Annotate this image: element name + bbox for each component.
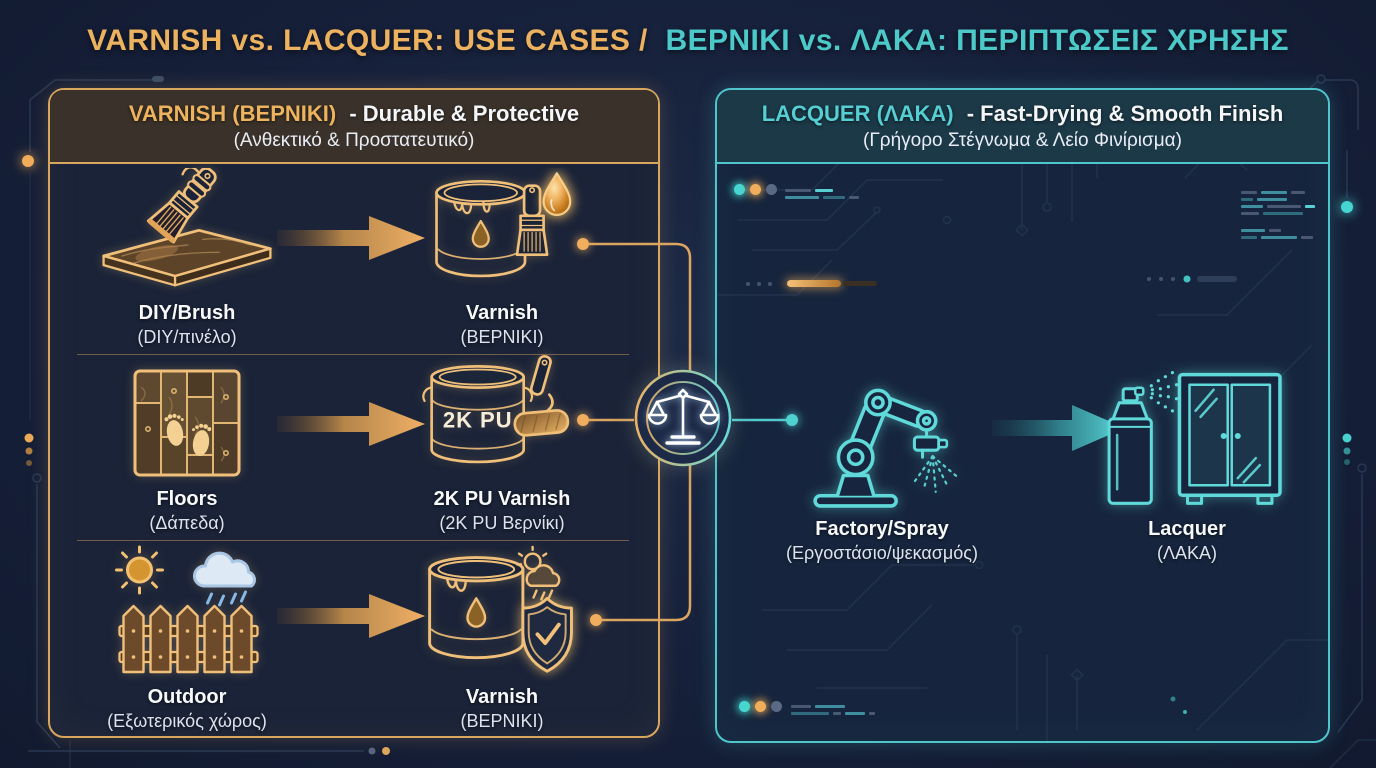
varnish-result-cell: Varnish (ΒΕΡΝΙΚΙ)	[372, 168, 632, 354]
arrow-cell	[989, 338, 1129, 570]
floors-sublabel: (Δάπεδα)	[149, 513, 225, 534]
varnish-can-brush-droplet-icon	[435, 172, 572, 278]
varnish-row-outdoor: Outdoor (Εξωτερικός χώρος)	[50, 540, 658, 738]
outdoor-varnish-sublabel: (ΒΕΡΝΙΚΙ)	[460, 711, 544, 732]
diy-source-cell: DIY/Brush (DIY/πινέλο)	[72, 168, 302, 354]
status-dot-gray	[771, 701, 782, 712]
hand-brush-wood-icon	[102, 168, 272, 287]
pu-varnish-sublabel: (2K PU Βερνίκι)	[439, 513, 565, 534]
lacquer-row: Factory/Spray (Εργοστάσιο/ψεκασμός)	[717, 338, 1328, 570]
row-separator	[77, 540, 629, 541]
row-separator	[77, 354, 629, 355]
lacquer-result-cell: Lacquer (ΛΑΚΑ)	[1077, 338, 1297, 570]
varnish-panel-header: VARNISH (ΒΕΡΝΙΚΙ) - Durable & Protective…	[50, 90, 658, 164]
varnish-row-diy: DIY/Brush (DIY/πινέλο)	[50, 168, 658, 354]
varnish-sublabel: (ΒΕΡΝΙΚΙ)	[460, 327, 544, 348]
gold-arrow-icon	[277, 402, 425, 446]
factory-source-cell: Factory/Spray (Εργοστάσιο/ψεκασμός)	[757, 338, 1007, 570]
page-title: VARNISH vs. LACQUER: USE CASES / ΒΕΡΝΙΚΙ…	[0, 24, 1376, 58]
title-greek: ΒΕΡΝΙΚΙ vs. ΛΑΚΑ: ΠΕΡΙΠΤΩΣΕΙΣ ΧΡΗΣΗΣ	[665, 24, 1289, 57]
status-dot-teal	[734, 184, 745, 195]
outdoor-varnish-label: Varnish	[465, 686, 539, 709]
lacquer-tagline: - Fast-Drying & Smooth Finish	[966, 101, 1284, 126]
status-dot-gold	[750, 184, 761, 195]
factory-label: Factory/Spray	[815, 518, 949, 541]
pu-varnish-label: 2K PU Varnish	[433, 488, 571, 511]
status-dot-gold	[755, 701, 766, 712]
factory-sublabel: (Εργοστάσιο/ψεκασμός)	[786, 543, 978, 564]
diy-sublabel: (DIY/πινέλο)	[137, 327, 237, 348]
varnish-header-line1: VARNISH (ΒΕΡΝΙΚΙ) - Durable & Protective	[50, 101, 658, 127]
varnish-can-shield-weather-icon	[428, 546, 573, 674]
status-dot-gray	[766, 184, 777, 195]
progress-dots	[746, 282, 772, 286]
gold-arrow-icon	[277, 594, 425, 638]
varnish-header-subtitle: (Ανθεκτικό & Προστατευτικό)	[233, 130, 475, 151]
arrow-cell	[277, 354, 427, 540]
lacquer-label: Lacquer	[1148, 518, 1226, 541]
floors-label: Floors	[156, 488, 218, 511]
varnish-row-floors: Floors (Δάπεδα)	[50, 354, 658, 540]
floors-source-cell: Floors (Δάπεδα)	[72, 354, 302, 540]
title-english: VARNISH vs. LACQUER: USE CASES /	[87, 24, 648, 57]
varnish-label: Varnish	[465, 302, 539, 325]
pseudo-code-topright	[1241, 184, 1319, 240]
varnish-tagline: - Durable & Protective	[349, 101, 580, 126]
robot-spray-arm-icon	[813, 388, 959, 509]
2k-pu-can-roller-icon: 2K PU	[422, 354, 570, 464]
status-dot-teal	[739, 701, 750, 712]
can-text: 2K PU	[443, 407, 513, 432]
teal-arrow-icon	[991, 405, 1125, 451]
lacquer-brand: LACQUER (ΛΑΚΑ)	[761, 101, 954, 126]
gold-arrow-icon	[277, 216, 425, 260]
spray-can-cabinet-icon	[1107, 371, 1282, 506]
progress-bar	[787, 280, 841, 287]
pseudo-code-topleft	[785, 182, 863, 200]
lacquer-panel-header: LACQUER (ΛΑΚΑ) - Fast-Drying & Smooth Fi…	[717, 90, 1328, 164]
progress-trail	[843, 281, 877, 286]
outdoor-varnish-result-cell: Varnish (ΒΕΡΝΙΚΙ)	[372, 540, 632, 738]
lacquer-header-subtitle: (Γρήγορο Στέγνωμα & Λείο Φινίρισμα)	[863, 130, 1182, 151]
outdoor-label: Outdoor	[147, 686, 227, 709]
pseudo-code-bottomleft	[791, 698, 879, 716]
varnish-panel: VARNISH (ΒΕΡΝΙΚΙ) - Durable & Protective…	[48, 88, 660, 738]
arrow-cell	[277, 540, 427, 738]
lacquer-sublabel: (ΛΑΚΑ)	[1156, 543, 1218, 564]
lacquer-panel: LACQUER (ΛΑΚΑ) - Fast-Drying & Smooth Fi…	[715, 88, 1330, 743]
wood-floor-footprints-icon	[133, 369, 241, 477]
arrow-cell	[277, 168, 427, 354]
lacquer-header-line1: LACQUER (ΛΑΚΑ) - Fast-Drying & Smooth Fi…	[717, 101, 1328, 127]
pu-varnish-result-cell: 2K PU	[372, 354, 632, 540]
sun-rain-fence-icon	[115, 545, 259, 674]
outdoor-sublabel: (Εξωτερικός χώρος)	[107, 711, 267, 732]
outdoor-source-cell: Outdoor (Εξωτερικός χώρος)	[72, 540, 302, 738]
varnish-brand: VARNISH (ΒΕΡΝΙΚΙ)	[128, 101, 337, 126]
diy-label: DIY/Brush	[138, 302, 236, 325]
